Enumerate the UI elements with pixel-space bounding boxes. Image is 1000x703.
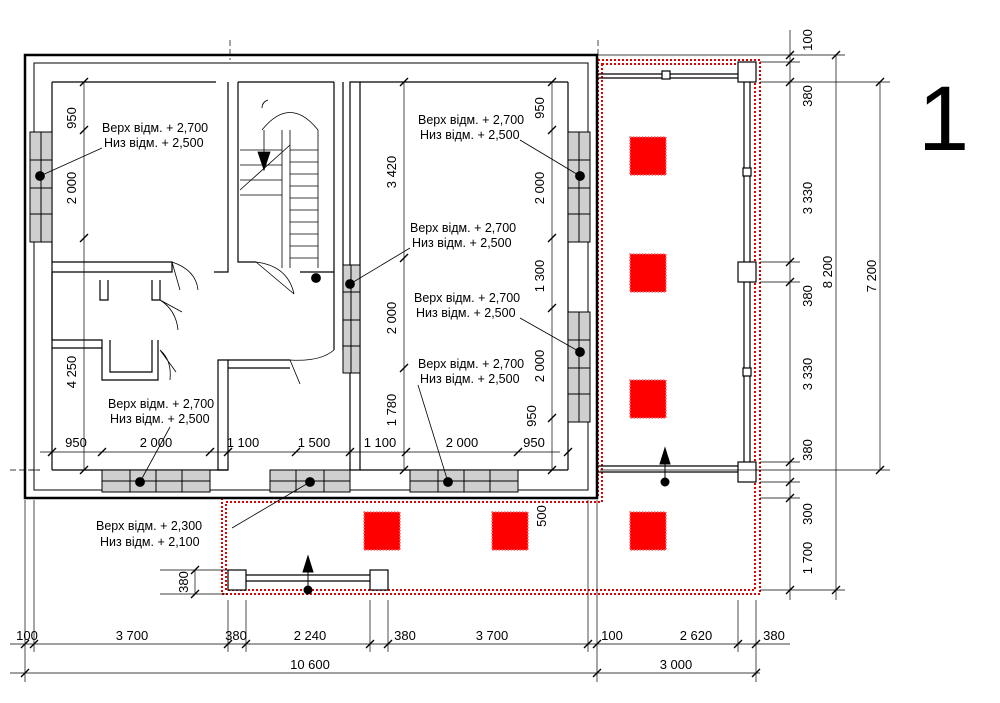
dim-label: 380 bbox=[800, 85, 815, 107]
dim-label: 380 bbox=[176, 571, 191, 593]
dim-label: 1 100 bbox=[227, 435, 260, 450]
dim-label: 8 200 bbox=[820, 256, 835, 289]
dim-label: 3 700 bbox=[476, 628, 509, 643]
window-bottom-right bbox=[409, 469, 519, 493]
dim-label: 1 100 bbox=[364, 435, 397, 450]
window-note-bottom: Низ відм. + 2,500 bbox=[420, 372, 520, 386]
dim-label: 1 700 bbox=[800, 542, 815, 575]
red-columns bbox=[363, 136, 667, 551]
dim-label: 2 000 bbox=[532, 172, 547, 205]
terrace-posts bbox=[227, 61, 757, 591]
window-note-top: Верх відм. + 2,700 bbox=[418, 113, 524, 127]
dim-label: 500 bbox=[534, 505, 549, 527]
dim-label: 100 bbox=[601, 628, 623, 643]
window-note-top: Верх відм. + 2,700 bbox=[418, 357, 524, 371]
dim-label: 7 200 bbox=[864, 260, 879, 293]
window-note-bottom: Низ відм. + 2,500 bbox=[104, 136, 204, 150]
window-note-bottom: Низ відм. + 2,500 bbox=[416, 306, 516, 320]
dim-label: 2 620 bbox=[680, 628, 713, 643]
dim-label: 950 bbox=[524, 405, 539, 427]
window-note-top: Верх відм. + 2,300 bbox=[96, 519, 202, 533]
dim-label: 3 700 bbox=[116, 628, 149, 643]
window-note-top: Верх відм. + 2,700 bbox=[102, 121, 208, 135]
window-notes: Верх відм. + 2,700 Низ відм. + 2,500 Вер… bbox=[96, 113, 524, 549]
dim-label: 380 bbox=[763, 628, 785, 643]
window-note-top: Верх відм. + 2,700 bbox=[108, 397, 214, 411]
window-right-lower bbox=[567, 311, 591, 423]
dim-label: 2 240 bbox=[294, 628, 327, 643]
dim-label: 10 600 bbox=[290, 657, 330, 672]
dimension-ticks bbox=[20, 50, 885, 678]
dim-label: 2 000 bbox=[532, 350, 547, 383]
door-swings bbox=[159, 261, 335, 385]
dim-label: 950 bbox=[532, 97, 547, 119]
dimension-labels: 950 2 000 4 250 3 420 2 000 1 780 950 2 … bbox=[16, 29, 879, 672]
dim-label: 1 500 bbox=[298, 435, 331, 450]
dim-label: 380 bbox=[394, 628, 416, 643]
window-left-wall bbox=[29, 131, 53, 243]
sheet-number: 1 bbox=[918, 68, 969, 170]
window-note-top: Верх відм. + 2,700 bbox=[410, 221, 516, 235]
window-right-upper bbox=[567, 131, 591, 243]
dim-label: 2 000 bbox=[446, 435, 479, 450]
dim-label: 950 bbox=[65, 435, 87, 450]
window-note-top: Верх відм. + 2,700 bbox=[414, 291, 520, 305]
dim-label: 2 000 bbox=[64, 172, 79, 205]
dim-label: 3 420 bbox=[384, 156, 399, 189]
dim-label: 950 bbox=[523, 435, 545, 450]
entrance-arrows bbox=[302, 446, 671, 595]
dim-label: 100 bbox=[16, 628, 38, 643]
dim-label: 300 bbox=[800, 503, 815, 525]
window-note-bottom: Низ відм. + 2,500 bbox=[420, 128, 520, 142]
dim-label: 100 bbox=[800, 29, 815, 51]
dim-label: 4 250 bbox=[64, 356, 79, 389]
dim-label: 380 bbox=[225, 628, 247, 643]
dim-label: 2 000 bbox=[140, 435, 173, 450]
dim-label: 2 000 bbox=[384, 302, 399, 335]
dim-label: 380 bbox=[800, 439, 815, 461]
leader-lines bbox=[35, 139, 585, 529]
dim-label: 950 bbox=[64, 107, 79, 129]
dim-label: 380 bbox=[800, 285, 815, 307]
window-bottom-left bbox=[101, 469, 211, 493]
staircase bbox=[239, 99, 319, 268]
dim-label: 1 780 bbox=[384, 394, 399, 427]
dim-label: 3 330 bbox=[800, 358, 815, 391]
dim-label: 1 300 bbox=[532, 260, 547, 293]
dim-label: 3 000 bbox=[660, 657, 693, 672]
dim-label: 3 330 bbox=[800, 182, 815, 215]
window-note-bottom: Низ відм. + 2,100 bbox=[100, 535, 200, 549]
window-note-bottom: Низ відм. + 2,500 bbox=[110, 412, 210, 426]
window-note-bottom: Низ відм. + 2,500 bbox=[412, 236, 512, 250]
